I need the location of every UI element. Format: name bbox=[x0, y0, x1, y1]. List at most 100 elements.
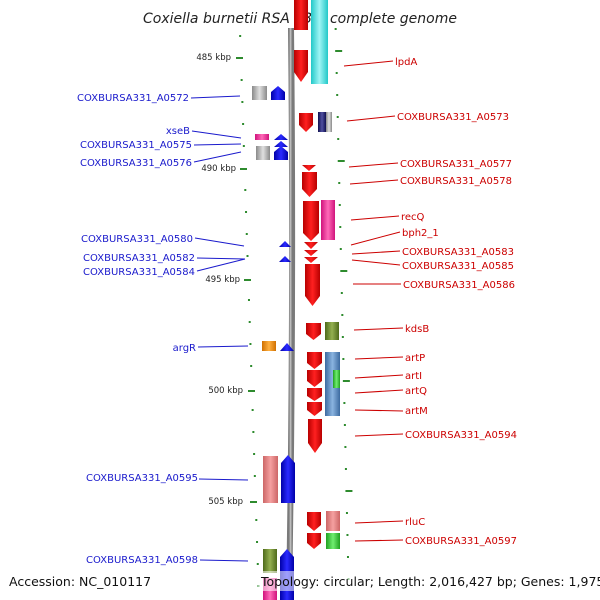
gene-arrow-a0594[interactable] bbox=[308, 419, 322, 453]
gene-block-orange-argr[interactable] bbox=[262, 341, 276, 351]
gene-arrow-a0585[interactable] bbox=[304, 257, 318, 263]
gene-arrow-a0577[interactable] bbox=[302, 165, 316, 171]
scale-tick bbox=[339, 248, 342, 250]
scale-tick bbox=[345, 490, 353, 492]
gene-block-pink-xseb[interactable] bbox=[255, 134, 269, 140]
scale-tick bbox=[339, 226, 342, 228]
right-gene-labels: lpdA COXBURSA331_A0573 COXBURSA331_A0577… bbox=[395, 57, 517, 547]
label-artp[interactable]: artP bbox=[405, 353, 425, 364]
label-recq[interactable]: recQ bbox=[401, 212, 425, 223]
gene-block-salmon-rluc[interactable] bbox=[326, 511, 340, 531]
gene-arrow-lpda[interactable] bbox=[294, 50, 308, 82]
gene-arrow-arti[interactable] bbox=[307, 370, 322, 387]
accession-text: Accession: NC_010117 bbox=[9, 574, 151, 589]
label-argr[interactable]: argR bbox=[173, 343, 196, 354]
forward-gene-track bbox=[294, 0, 322, 549]
label-a0598[interactable]: COXBURSA331_A0598 bbox=[86, 555, 198, 566]
gene-block-grey-a0572[interactable] bbox=[252, 86, 267, 100]
scale-tick bbox=[335, 50, 343, 52]
gene-block-olive-a0598[interactable] bbox=[263, 549, 277, 573]
gene-arrow-kdsb[interactable] bbox=[306, 323, 321, 340]
gene-arrow-a0575[interactable] bbox=[274, 141, 288, 147]
gene-arrow-artq[interactable] bbox=[307, 388, 322, 401]
gene-block-grey-a0573[interactable] bbox=[326, 112, 332, 132]
gene-block-olive-kdsb[interactable] bbox=[325, 322, 339, 340]
gene-arrow-a0576[interactable] bbox=[274, 146, 288, 160]
gene-block-cyan[interactable] bbox=[311, 0, 328, 84]
scale-tick bbox=[346, 534, 349, 536]
label-artm[interactable]: artM bbox=[405, 406, 428, 417]
gene-block-pink-recq[interactable] bbox=[321, 200, 335, 240]
label-a0583[interactable]: COXBURSA331_A0583 bbox=[402, 247, 514, 258]
label-xseb[interactable]: xseB bbox=[166, 126, 190, 137]
genome-summary-text: Topology: circular; Length: 2,016,427 bp… bbox=[260, 574, 600, 589]
label-bph2[interactable]: bph2_1 bbox=[402, 228, 439, 239]
gene-arrow-a0586[interactable] bbox=[305, 264, 320, 306]
gene-arrow-argr[interactable] bbox=[280, 343, 294, 351]
label-a0597[interactable]: COXBURSA331_A0597 bbox=[405, 536, 517, 547]
label-a0582[interactable]: COXBURSA331_A0582 bbox=[83, 253, 195, 264]
scale-tick bbox=[338, 204, 341, 206]
gene-arrow-a0578[interactable] bbox=[302, 172, 317, 197]
gene-block-navy-a0573[interactable] bbox=[318, 112, 326, 132]
gene-arrow-a0595[interactable] bbox=[281, 455, 295, 503]
scale-tick bbox=[340, 292, 343, 294]
scale-tick bbox=[236, 57, 243, 59]
label-arti[interactable]: artI bbox=[405, 371, 422, 382]
scale-tick bbox=[344, 446, 347, 448]
scale-tick bbox=[341, 314, 344, 316]
gene-block-green-arti[interactable] bbox=[333, 370, 340, 388]
gene-arrow-a0597[interactable] bbox=[307, 533, 321, 549]
label-a0594[interactable]: COXBURSA331_A0594 bbox=[405, 430, 517, 441]
label-a0595[interactable]: COXBURSA331_A0595 bbox=[86, 473, 198, 484]
scale-tick bbox=[337, 160, 345, 162]
scale-tick bbox=[334, 28, 337, 30]
gene-arrow-a0582[interactable] bbox=[279, 256, 291, 262]
label-a0585[interactable]: COXBURSA331_A0585 bbox=[402, 261, 514, 272]
label-a0576[interactable]: COXBURSA331_A0576 bbox=[80, 158, 192, 169]
label-rluc[interactable]: rluC bbox=[405, 517, 425, 528]
label-a0575[interactable]: COXBURSA331_A0575 bbox=[80, 140, 192, 151]
scale-tick bbox=[246, 255, 249, 257]
label-a0586[interactable]: COXBURSA331_A0586 bbox=[403, 280, 515, 291]
label-a0572[interactable]: COXBURSA331_A0572 bbox=[77, 93, 189, 104]
gene-block-salmon-a0595[interactable] bbox=[263, 456, 278, 503]
gene-arrow-a0580[interactable] bbox=[279, 241, 291, 247]
right-leader-lines bbox=[343, 60, 404, 542]
scale-tick bbox=[336, 116, 339, 118]
label-artq[interactable]: artQ bbox=[405, 386, 427, 397]
scale-tick bbox=[338, 182, 341, 184]
gene-arrow-recq[interactable] bbox=[303, 201, 319, 241]
scale-tick bbox=[247, 299, 250, 301]
scale-tick bbox=[345, 512, 348, 514]
gene-arrow-rluc[interactable] bbox=[307, 512, 321, 531]
label-a0573[interactable]: COXBURSA331_A0573 bbox=[397, 112, 509, 123]
scale-tick bbox=[337, 138, 340, 140]
scale-tick bbox=[344, 468, 347, 470]
scale-tick bbox=[250, 365, 253, 367]
gene-arrow-a0583[interactable] bbox=[304, 250, 318, 256]
label-lpda[interactable]: lpdA bbox=[395, 57, 417, 68]
label-a0577[interactable]: COXBURSA331_A0577 bbox=[400, 159, 512, 170]
label-a0580[interactable]: COXBURSA331_A0580 bbox=[81, 234, 193, 245]
gene-block-green-a0597[interactable] bbox=[326, 533, 340, 549]
scale-tick bbox=[343, 402, 346, 404]
gene-block-steel-art[interactable] bbox=[325, 352, 340, 416]
gene-arrow-artp[interactable] bbox=[307, 352, 322, 369]
gene-arrow-xseb[interactable] bbox=[274, 134, 288, 140]
gene-arrow-a0573[interactable] bbox=[299, 113, 313, 132]
gene-arrow-a0572[interactable] bbox=[271, 86, 285, 100]
scale-tick bbox=[251, 409, 254, 411]
outer-forward-track bbox=[311, 0, 340, 549]
label-a0584[interactable]: COXBURSA331_A0584 bbox=[83, 267, 195, 278]
label-a0578[interactable]: COXBURSA331_A0578 bbox=[400, 176, 512, 187]
gene-red-top[interactable] bbox=[294, 0, 308, 30]
scale-tick bbox=[242, 123, 245, 125]
gene-block-grey-a0576[interactable] bbox=[256, 146, 270, 160]
gene-arrow-bph2[interactable] bbox=[304, 242, 318, 249]
gene-arrow-artm[interactable] bbox=[307, 402, 322, 416]
scale-tick bbox=[244, 279, 251, 281]
scale-tick bbox=[249, 343, 252, 345]
label-kdsb[interactable]: kdsB bbox=[405, 324, 429, 335]
scale-tick bbox=[252, 431, 255, 433]
